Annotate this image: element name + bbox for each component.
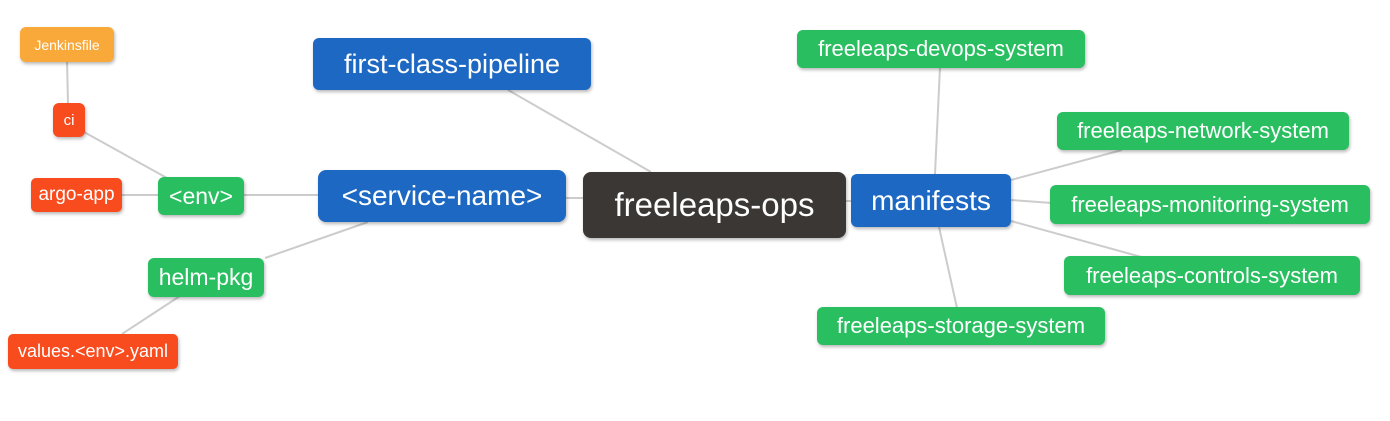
node-freeleaps-network-system[interactable]: freeleaps-network-system bbox=[1057, 112, 1349, 150]
node-freeleaps-monitoring-system[interactable]: freeleaps-monitoring-system bbox=[1050, 185, 1370, 224]
edge-jenkinsfile-ci bbox=[66, 59, 69, 105]
node-freeleaps-storage-system[interactable]: freeleaps-storage-system bbox=[817, 307, 1105, 345]
node-helm-pkg[interactable]: helm-pkg bbox=[148, 258, 264, 297]
node-env[interactable]: <env> bbox=[158, 177, 244, 215]
edge-values-helm-pkg bbox=[121, 295, 181, 335]
edge-manifests-storage bbox=[938, 226, 958, 309]
node-freeleaps-devops-system[interactable]: freeleaps-devops-system bbox=[797, 30, 1085, 68]
node-service-name[interactable]: <service-name> bbox=[318, 170, 566, 222]
node-jenkinsfile[interactable]: Jenkinsfile bbox=[20, 27, 114, 62]
edge-manifests-controls bbox=[1010, 220, 1146, 259]
node-first-class-pipeline[interactable]: first-class-pipeline bbox=[313, 38, 591, 90]
node-ci[interactable]: ci bbox=[53, 103, 85, 137]
edge-manifests-devops bbox=[934, 66, 941, 175]
node-freeleaps-ops-root[interactable]: freeleaps-ops bbox=[583, 172, 846, 238]
edge-first-class-pipeline-root bbox=[507, 89, 652, 173]
node-argo-app[interactable]: argo-app bbox=[31, 178, 122, 212]
node-manifests[interactable]: manifests bbox=[851, 174, 1011, 227]
node-values-env-yaml[interactable]: values.<env>.yaml bbox=[8, 334, 178, 369]
edge-ci-env bbox=[83, 131, 168, 179]
node-freeleaps-controls-system[interactable]: freeleaps-controls-system bbox=[1064, 256, 1360, 295]
edge-manifests-monitoring bbox=[1010, 199, 1053, 204]
edge-helm-pkg-service-name bbox=[264, 221, 369, 259]
edge-manifests-network bbox=[1010, 149, 1123, 181]
